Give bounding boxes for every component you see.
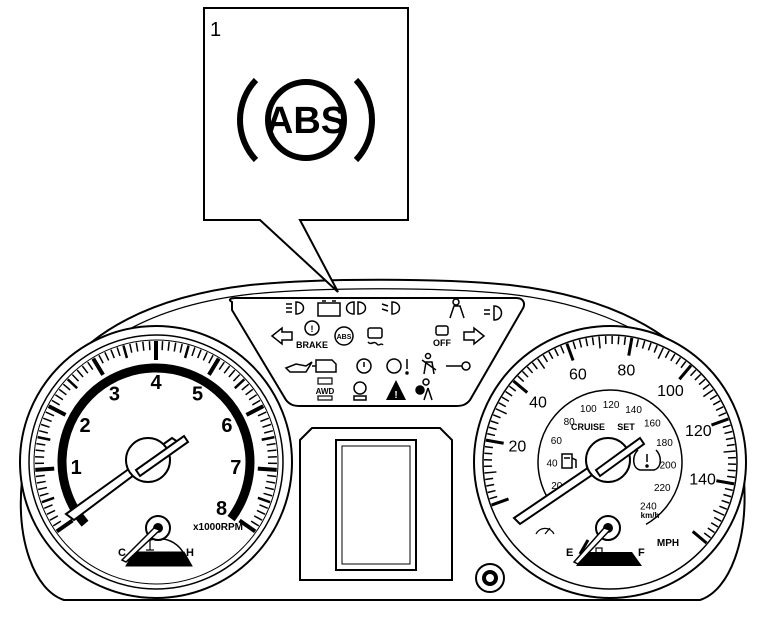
tach-number: 7 bbox=[230, 457, 241, 479]
mph-number: 80 bbox=[617, 362, 635, 379]
abs-callout: 1 ABS bbox=[204, 8, 408, 292]
abs-small-label: ABS bbox=[337, 334, 352, 341]
kmh-unit-label: km/h bbox=[641, 511, 660, 520]
speed-tick bbox=[484, 453, 492, 454]
speed-tick bbox=[618, 336, 619, 344]
tach-tick bbox=[35, 469, 54, 470]
tach-number: 1 bbox=[71, 457, 82, 479]
kmh-number: 220 bbox=[654, 483, 671, 494]
trip-reset-knob bbox=[476, 564, 504, 592]
temp-cold-label: C bbox=[118, 547, 126, 559]
mph-number: 20 bbox=[509, 439, 527, 456]
speed-tick bbox=[485, 447, 493, 448]
tach-number: 6 bbox=[221, 415, 232, 437]
tach-number: 5 bbox=[192, 384, 203, 406]
kmh-number: 100 bbox=[580, 404, 597, 415]
speed-tick bbox=[624, 337, 625, 345]
tach-tick bbox=[36, 475, 45, 476]
tach-unit-label: x1000RPM bbox=[193, 522, 243, 533]
callout-number: 1 bbox=[210, 19, 221, 41]
kmh-number: 180 bbox=[656, 438, 673, 449]
tach-number: 2 bbox=[79, 415, 90, 437]
set-label: SET bbox=[617, 422, 635, 432]
tach-number: 8 bbox=[216, 498, 227, 520]
svg-text:!: ! bbox=[311, 324, 314, 334]
indicator-panel: ! BRAKE ABS OFF bbox=[230, 298, 524, 406]
off-label: OFF bbox=[433, 338, 451, 348]
mph-number: 100 bbox=[657, 383, 684, 400]
temp-hot-label: H bbox=[186, 547, 194, 559]
kmh-number: 60 bbox=[551, 436, 563, 447]
mph-number: 120 bbox=[685, 423, 712, 440]
abs-warning-label: ABS bbox=[266, 100, 346, 142]
svg-text:!: ! bbox=[394, 390, 397, 401]
fuel-empty-label: E bbox=[566, 547, 573, 559]
tachometer: 1 23 4 56 78 x1000RPM C H bbox=[20, 326, 292, 598]
mph-unit-label: MPH bbox=[657, 538, 679, 549]
speed-tick bbox=[727, 476, 735, 477]
tach-number: 4 bbox=[150, 372, 162, 394]
tach-tick bbox=[267, 475, 276, 476]
speed-tick bbox=[484, 472, 496, 473]
kmh-number: 40 bbox=[546, 459, 558, 470]
kmh-number: 140 bbox=[625, 405, 642, 416]
kmh-number: 120 bbox=[603, 400, 620, 411]
awd-label: AWD bbox=[316, 387, 335, 396]
fuel-full-label: F bbox=[638, 547, 645, 559]
speed-tick bbox=[599, 336, 600, 348]
tach-tick bbox=[168, 342, 169, 351]
kmh-number: 160 bbox=[644, 418, 661, 429]
mph-number: 140 bbox=[689, 471, 716, 488]
tach-tick bbox=[36, 450, 45, 451]
mph-number: 40 bbox=[529, 395, 547, 412]
tach-number: 3 bbox=[109, 384, 120, 406]
brake-label: BRAKE bbox=[296, 340, 328, 350]
tach-tick bbox=[143, 342, 144, 351]
speed-tick bbox=[724, 451, 736, 452]
mph-number: 60 bbox=[569, 367, 587, 384]
speed-tick bbox=[728, 470, 736, 471]
tach-tick bbox=[258, 469, 277, 470]
center-info-display bbox=[300, 428, 452, 580]
tach-tick bbox=[267, 450, 276, 451]
kmh-number: 200 bbox=[660, 461, 677, 472]
cruise-label: CRUISE bbox=[571, 422, 605, 432]
